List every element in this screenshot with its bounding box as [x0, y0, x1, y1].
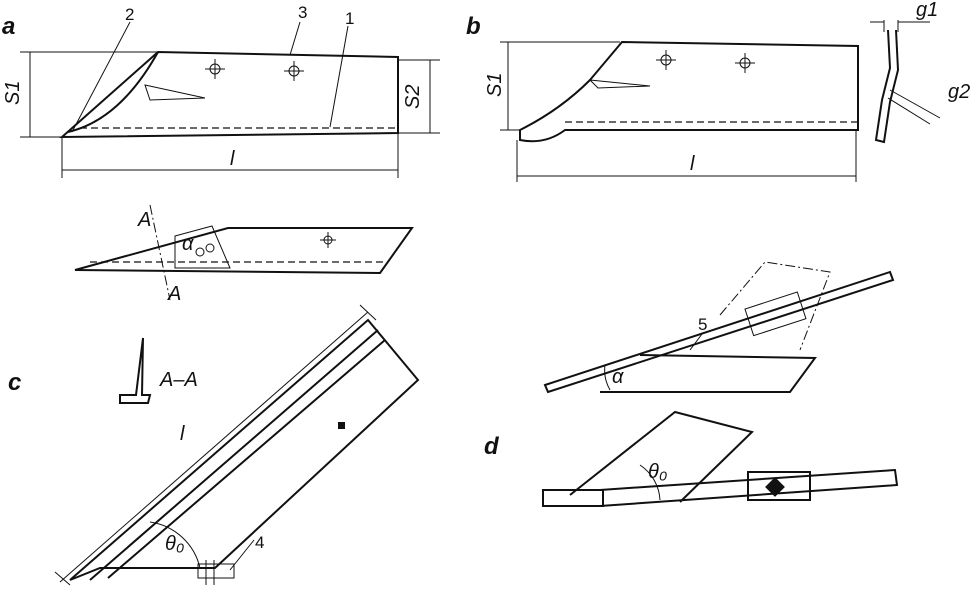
dimension-lines-c — [54, 304, 377, 586]
bolt-icon — [338, 422, 345, 429]
share-outline-c — [69, 318, 420, 581]
share-outline-d — [600, 354, 817, 393]
panel-c: c A–A l θ₀ 4 — [8, 304, 420, 586]
callout-3: 3 — [298, 3, 307, 22]
bolt-hole-icon — [284, 61, 304, 81]
section-line-a — [149, 204, 171, 301]
angle-theta-d: θ₀ — [648, 461, 667, 483]
leader-lines-a — [71, 21, 349, 133]
angle-alpha-a: α — [182, 233, 194, 255]
bolt-hole-icon — [205, 59, 225, 79]
share-plan-view-d — [569, 410, 754, 503]
bolt-hole-icon — [320, 232, 336, 248]
beam-end-d — [542, 489, 604, 507]
clamp-d — [744, 291, 807, 337]
bolt-icon — [765, 477, 785, 497]
leader-lines-c — [205, 539, 255, 585]
panel-label-a: a — [2, 13, 15, 40]
angle-arc-theta-d — [639, 464, 661, 501]
section-mark-a-bottom: A — [167, 283, 181, 305]
share-edges-c — [89, 329, 386, 581]
section-mark-a-top: A — [137, 209, 151, 231]
dimension-lines-g — [870, 20, 941, 125]
dim-s1-b: S1 — [484, 73, 506, 97]
angle-theta-c: θ₀ — [165, 533, 184, 555]
share-outline-a — [59, 50, 399, 139]
dimension-lines-b — [500, 41, 857, 182]
angle-alpha-d: α — [612, 366, 624, 388]
panel-label-c: c — [8, 369, 21, 396]
leader-line-5 — [689, 333, 703, 351]
clamp-plan-d — [747, 471, 811, 501]
share-outline-b — [519, 40, 859, 143]
section-a-a-profile — [119, 337, 152, 404]
dim-s1: S1 — [2, 81, 24, 105]
dimension-lines-a — [20, 51, 440, 178]
bolt-hole-icon — [735, 53, 755, 73]
dim-l-b: l — [690, 153, 695, 175]
dim-l-c: l — [180, 423, 185, 445]
bolt-hole-icon — [195, 243, 215, 257]
beam-d — [543, 270, 895, 394]
callout-4: 4 — [255, 533, 264, 552]
callout-5: 5 — [698, 315, 707, 334]
callout-1: 1 — [345, 9, 354, 28]
dim-s2: S2 — [402, 85, 424, 109]
share-cross-section-b — [874, 29, 900, 144]
angle-arc-c — [149, 521, 201, 569]
angle-arc-alpha-d — [604, 364, 611, 391]
callout-2: 2 — [125, 5, 134, 24]
section-title-a-a: A–A — [159, 369, 198, 391]
panel-a: a S1 S2 l 2 3 1 A A α — [2, 3, 440, 305]
share-rib-a — [144, 84, 206, 101]
share-side-view-a — [74, 227, 414, 275]
dim-g2: g2 — [948, 81, 970, 103]
dim-g1: g1 — [916, 0, 938, 21]
panel-b: b S1 l g1 g2 — [466, 0, 970, 182]
share-plate-a — [174, 225, 231, 269]
panel-d: d α 5 θ₀ — [484, 261, 899, 507]
bolt-hole-icon — [656, 50, 676, 70]
panel-label-b: b — [466, 13, 481, 40]
panel-label-d: d — [484, 433, 500, 460]
share-edge-a — [67, 51, 159, 133]
share-rib-b — [588, 79, 651, 89]
dim-l: l — [230, 148, 235, 170]
mounting-bracket-c — [197, 563, 235, 579]
